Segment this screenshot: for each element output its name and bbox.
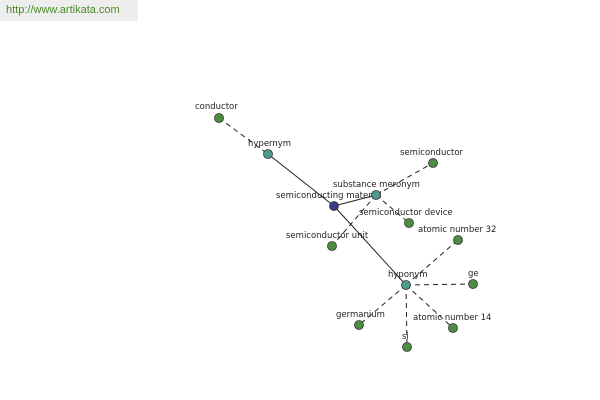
edge-hyponym-si	[405, 284, 408, 348]
node-dot-substance-meronym[interactable]	[371, 190, 381, 200]
node-dot-hypernym[interactable]	[263, 149, 273, 159]
node-dot-atomic-number-14[interactable]	[448, 323, 458, 333]
edges-layer	[218, 117, 474, 348]
node-label-si[interactable]: si	[402, 332, 409, 342]
node-dot-semiconductor-device[interactable]	[404, 218, 414, 228]
node-label-semiconductor[interactable]: semiconductor	[400, 148, 464, 158]
node-atomic-number-14[interactable]: atomic number 14	[413, 313, 491, 333]
edge-conductor-hypernym	[218, 117, 269, 155]
node-ge[interactable]: ge	[468, 269, 479, 289]
node-dot-semiconductor[interactable]	[428, 158, 438, 168]
node-label-semiconductor-unit[interactable]: semiconductor unit	[286, 231, 369, 241]
edge-hypernym-semiconducting-material	[267, 153, 335, 207]
node-semiconductor-device[interactable]: semiconductor device	[359, 208, 453, 228]
node-dot-conductor[interactable]	[214, 113, 224, 123]
node-label-semiconducting-material[interactable]: semiconducting material	[276, 191, 382, 201]
edge-hyponym-atomic-number-32	[405, 239, 459, 286]
node-label-germanium[interactable]: germanium	[336, 310, 385, 320]
edge-semiconducting-material-hyponym	[333, 205, 407, 286]
url-bar: http://www.artikata.com	[0, 0, 138, 21]
node-hyponym[interactable]: hyponym	[388, 270, 428, 290]
node-dot-germanium[interactable]	[354, 320, 364, 330]
node-label-hyponym[interactable]: hyponym	[388, 270, 428, 280]
node-atomic-number-32[interactable]: atomic number 32	[418, 225, 496, 245]
node-si[interactable]: si	[402, 332, 412, 352]
node-semiconductor[interactable]: semiconductor	[400, 148, 464, 168]
node-dot-hyponym[interactable]	[401, 280, 411, 290]
node-germanium[interactable]: germanium	[336, 310, 385, 330]
nodes-layer: conductor hypernym semiconducting material…	[195, 102, 496, 352]
node-label-atomic-number-14[interactable]: atomic number 14	[413, 313, 491, 323]
node-semiconductor-unit[interactable]: semiconductor unit	[286, 231, 369, 251]
node-dot-atomic-number-32[interactable]	[453, 235, 463, 245]
node-dot-si[interactable]	[402, 342, 412, 352]
node-dot-ge[interactable]	[468, 279, 478, 289]
node-label-ge[interactable]: ge	[468, 269, 479, 279]
node-substance-meronym[interactable]: substance meronym	[333, 180, 420, 200]
node-label-conductor[interactable]: conductor	[195, 102, 238, 112]
node-hypernym[interactable]: hypernym	[248, 139, 291, 159]
site-url-link[interactable]: http://www.artikata.com	[6, 4, 120, 16]
edge-semiconducting-material-substance-meronym	[333, 194, 377, 207]
node-label-atomic-number-32[interactable]: atomic number 32	[418, 225, 496, 235]
edge-hyponym-ge	[405, 283, 474, 286]
node-label-substance-meronym[interactable]: substance meronym	[333, 180, 420, 190]
node-label-hypernym[interactable]: hypernym	[248, 139, 291, 149]
node-label-semiconductor-device[interactable]: semiconductor device	[359, 208, 453, 218]
node-semiconducting-material[interactable]: semiconducting material	[276, 191, 382, 211]
node-dot-semiconductor-unit[interactable]	[327, 241, 337, 251]
node-dot-semiconducting-material[interactable]	[329, 201, 339, 211]
edge-hyponym-atomic-number-14	[405, 284, 454, 329]
edge-substance-meronym-semiconductor-unit	[331, 194, 377, 247]
edge-hyponym-germanium	[358, 284, 407, 326]
edge-substance-meronym-semiconductor-device	[375, 194, 410, 224]
node-conductor[interactable]: conductor	[195, 102, 238, 123]
edge-substance-meronym-semiconductor	[375, 162, 434, 196]
